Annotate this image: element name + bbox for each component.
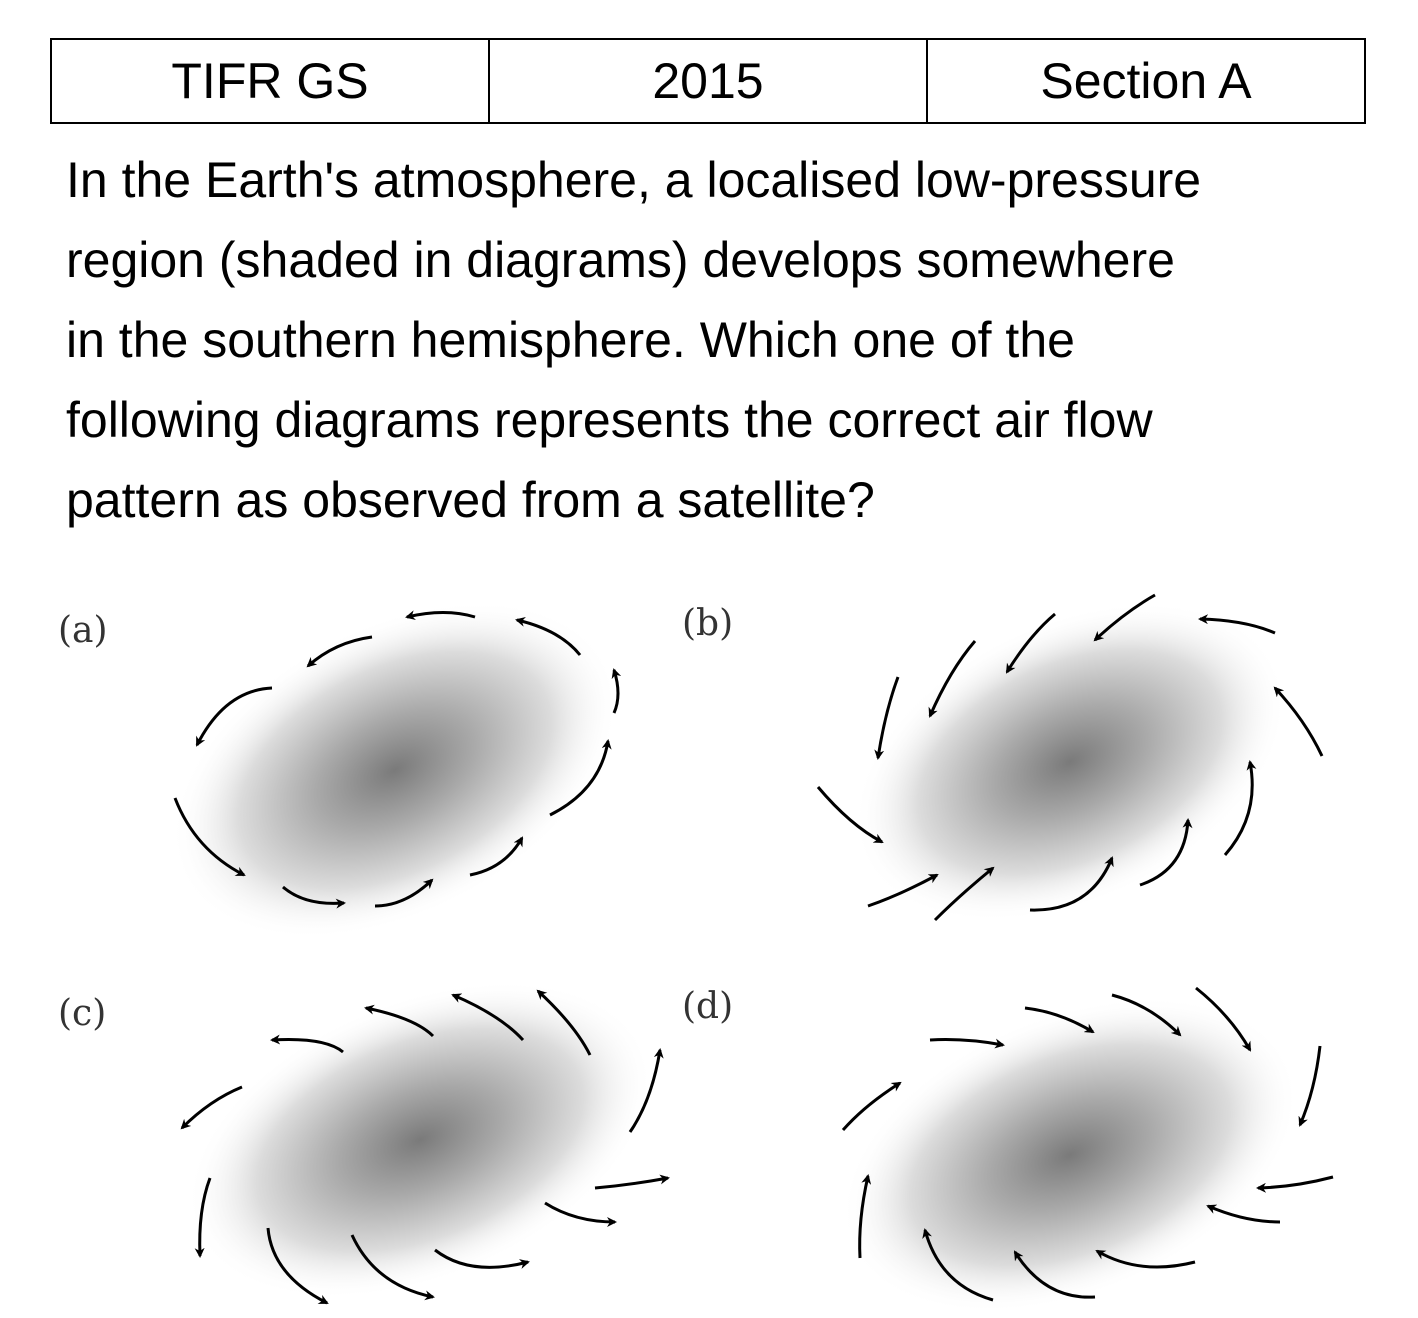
question-line: following diagrams represents the correc… (66, 392, 1153, 448)
diagram-c[interactable] (140, 918, 699, 1318)
arrow-icon (1029, 856, 1114, 912)
arrow-icon (628, 1048, 664, 1133)
arrow-icon (374, 878, 434, 908)
question-line: region (shaded in diagrams) develops som… (66, 232, 1175, 288)
arrow-icon (867, 873, 939, 908)
arrow-icon (594, 1174, 670, 1190)
arrow-icon (306, 635, 373, 668)
diagram-b[interactable] (802, 538, 1337, 986)
arrow-icon (1298, 1045, 1322, 1127)
arrow-icon (1111, 993, 1182, 1037)
arrow-icon (816, 786, 884, 844)
option-d-label[interactable]: (d) (682, 986, 734, 1027)
arrow-icon (1206, 1204, 1281, 1224)
arrow-icon (469, 836, 524, 877)
arrow-icon (180, 1085, 243, 1130)
arrow-icon (270, 1034, 344, 1054)
arrow-icon (841, 1081, 902, 1131)
arrow-icon (1198, 614, 1276, 635)
option-c-label[interactable]: (c) (58, 993, 107, 1034)
arrow-icon (1273, 686, 1324, 757)
arrow-icon (1256, 1175, 1334, 1193)
arrow-icon (266, 1227, 329, 1305)
question-line: In the Earth's atmosphere, a localised l… (66, 152, 1202, 208)
option-a-label[interactable]: (a) (58, 610, 108, 651)
arrow-icon (1095, 1249, 1196, 1269)
arrow-icon (350, 1234, 435, 1301)
arrow-icon (1195, 986, 1252, 1052)
header-section: Section A (1040, 53, 1252, 109)
arrow-icon (874, 676, 900, 760)
arrow-icon (173, 797, 246, 877)
arrow-icon (451, 993, 525, 1042)
option-b-label[interactable]: (b) (682, 603, 734, 644)
arrow-icon (1005, 612, 1056, 674)
arrow-icon (195, 686, 273, 747)
arrow-icon (1139, 818, 1193, 887)
arrow-icon (194, 1177, 212, 1258)
low-pressure-shading (853, 602, 1287, 922)
arrow-icon (1024, 1006, 1095, 1034)
arrow-icon (928, 640, 977, 718)
arrow-icon (549, 739, 612, 817)
arrow-icon (405, 610, 476, 621)
question-line: pattern as observed from a satellite? (66, 472, 875, 528)
arrow-icon (364, 1004, 435, 1038)
low-pressure-shading (171, 600, 619, 940)
header-year: 2015 (490, 40, 928, 122)
low-pressure-shading (841, 997, 1299, 1313)
arrow-icon (929, 1038, 1005, 1049)
arrow-icon (1093, 593, 1156, 642)
arrow-icon (611, 668, 622, 714)
low-pressure-shading (186, 981, 654, 1299)
arrow-icon (933, 866, 995, 922)
arrow-icon (282, 885, 346, 909)
header-exam: TIFR GS (52, 40, 490, 122)
arrow-icon (1013, 1250, 1096, 1299)
arrow-icon (544, 1201, 617, 1227)
diagram-a[interactable] (115, 532, 674, 1008)
arrow-icon (515, 616, 582, 656)
diagram-d[interactable] (795, 935, 1345, 1318)
arrow-icon (858, 1174, 872, 1259)
question-line: in the southern hemisphere. Which one of… (66, 312, 1075, 368)
arrow-icon (1223, 760, 1257, 856)
question-text: In the Earth's atmosphere, a localised l… (66, 140, 1386, 540)
header-table: TIFR GS 2015 Section A (50, 38, 1366, 124)
arrow-icon (536, 989, 592, 1056)
arrow-icon (922, 1228, 994, 1302)
arrow-icon (434, 1248, 530, 1269)
